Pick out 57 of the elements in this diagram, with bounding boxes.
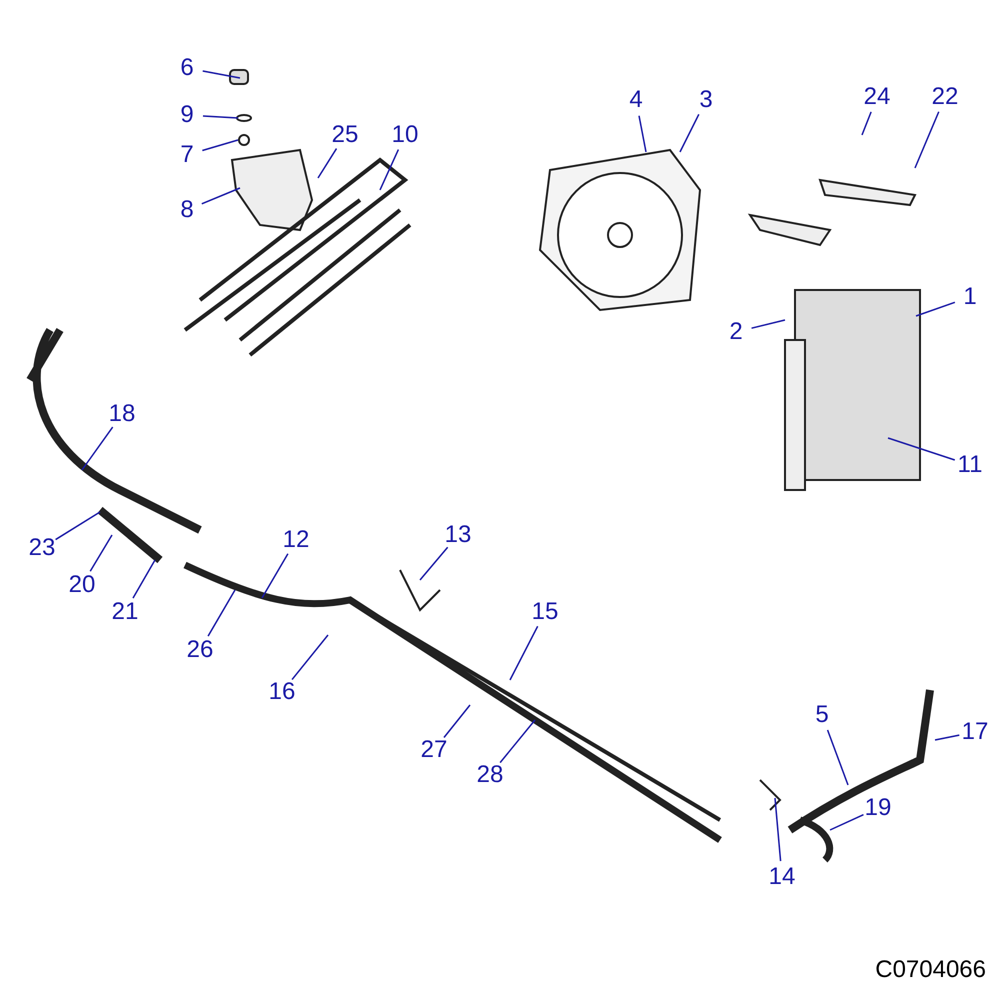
callout-number: 10 <box>392 123 418 147</box>
leader-line <box>90 534 113 572</box>
callout-number: 15 <box>532 600 558 624</box>
leader-line <box>55 511 100 540</box>
callout-number: 28 <box>476 763 504 787</box>
leader-line <box>638 116 647 152</box>
leader-line <box>774 798 782 862</box>
callout-number: 22 <box>932 85 958 109</box>
leader-line <box>751 319 786 329</box>
leader-line <box>201 187 240 205</box>
callout-number: 1 <box>963 285 977 309</box>
leader-line <box>509 626 538 680</box>
leader-line <box>202 139 238 152</box>
callout-number: 8 <box>180 198 194 222</box>
leader-line <box>934 734 960 741</box>
callout-number: 6 <box>180 56 194 80</box>
callout-number: 25 <box>332 123 358 147</box>
callout-number: 2 <box>729 320 743 344</box>
callout-number: 17 <box>962 720 988 744</box>
callout-number: 26 <box>186 638 214 662</box>
leader-line <box>291 634 329 680</box>
callout-number: 18 <box>108 402 136 426</box>
leader-line <box>202 115 238 119</box>
callout-number: 20 <box>68 573 96 597</box>
leader-line <box>826 730 849 786</box>
leader-line <box>679 114 700 152</box>
callout-number: 16 <box>268 680 296 704</box>
leader-line <box>202 70 240 79</box>
leader-line <box>830 814 864 831</box>
leader-line <box>261 553 289 598</box>
leader-line <box>888 437 956 461</box>
leader-line <box>317 148 338 178</box>
callout-number: 4 <box>629 88 643 112</box>
callout-number: 3 <box>699 88 713 112</box>
leader-line <box>207 590 236 637</box>
callout-number: 19 <box>864 796 892 820</box>
leader-line <box>419 546 448 580</box>
callout-number: 14 <box>768 865 796 889</box>
callout-number: 9 <box>180 103 194 127</box>
callout-number: 5 <box>815 703 829 727</box>
leader-line <box>916 302 956 317</box>
leader-line <box>861 112 872 136</box>
leader-line <box>443 704 471 738</box>
callout-number: 24 <box>864 85 890 109</box>
drawing-number: C0704066 <box>875 956 986 984</box>
callout-number: 27 <box>420 738 448 762</box>
callout-number: 11 <box>958 453 982 477</box>
callout-number: 12 <box>282 528 310 552</box>
leader-line <box>500 720 536 764</box>
leader-line <box>132 560 156 599</box>
callout-number: 7 <box>180 143 194 167</box>
callout-number: 23 <box>28 536 56 560</box>
leader-line <box>81 426 114 470</box>
leader-line <box>379 149 400 190</box>
callout-number: 13 <box>444 523 472 547</box>
callout-number: 21 <box>112 600 138 624</box>
leader-line <box>914 111 940 168</box>
